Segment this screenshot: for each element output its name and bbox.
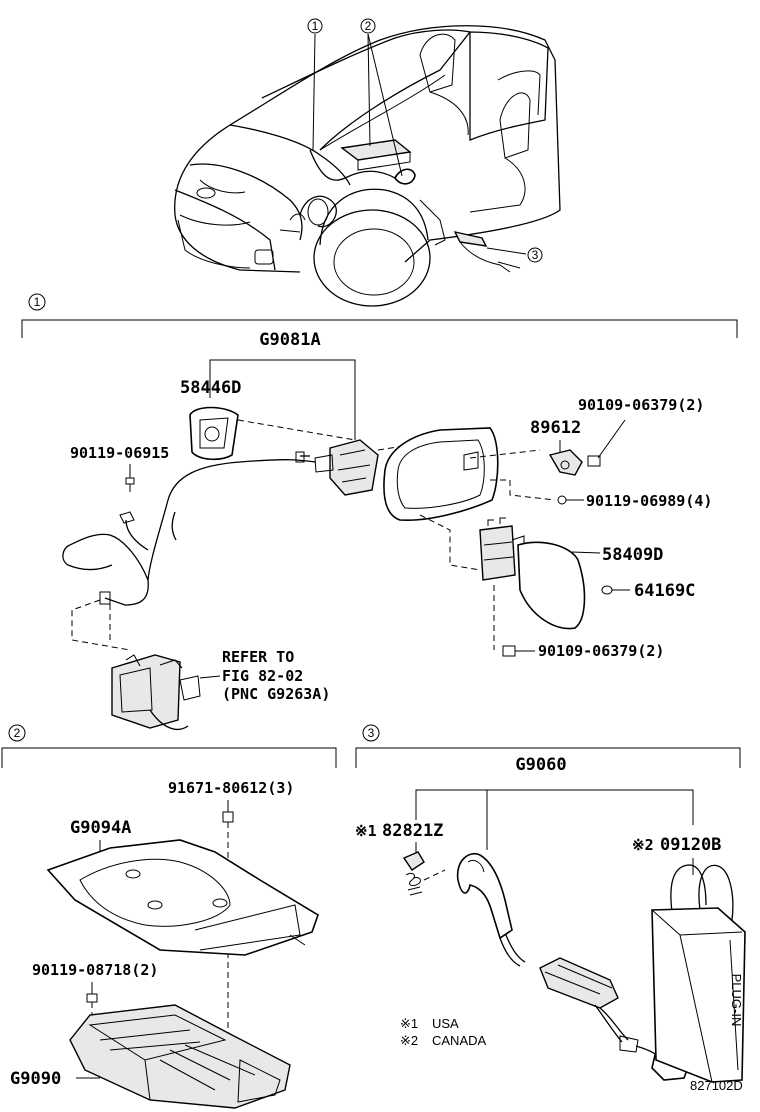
note-mark-09120b: ※2 — [632, 836, 654, 854]
label-09120b: 09120B — [660, 835, 721, 855]
note-1-mark: ※1 — [400, 1016, 418, 1031]
note-1-text: USA — [432, 1016, 459, 1031]
label-58409d: 58409D — [602, 545, 663, 565]
label-90119-06989: 90119-06989(4) — [586, 492, 712, 510]
label-89612: 89612 — [530, 418, 581, 438]
note-2-text: CANADA — [432, 1033, 487, 1048]
svg-text:2: 2 — [365, 19, 372, 33]
refer-line-3: (PNC G9263A) — [222, 685, 330, 703]
label-90109-06379-bottom: 90109-06379(2) — [538, 642, 664, 660]
label-64169c: 64169C — [634, 581, 695, 601]
section-1-charging-inlet: 1 G9081A 58446D 90119-06915 — [21, 293, 738, 731]
bag-print-text: PLUG-IN — [729, 974, 744, 1027]
overview-callout-2: 2 — [360, 18, 376, 34]
label-g9090: G9090 — [10, 1069, 61, 1089]
note-mark-82821z: ※1 — [355, 822, 377, 840]
section-1-callout: 1 — [28, 293, 46, 311]
label-90119-06915: 90119-06915 — [70, 444, 169, 462]
cushion-64169c — [601, 585, 613, 595]
section-3-callout: 3 — [362, 724, 380, 742]
lid-hinge — [479, 525, 516, 581]
svg-text:3: 3 — [532, 248, 539, 262]
label-90109-06379-top: 90109-06379(2) — [578, 396, 704, 414]
label-91671-80612: 91671-80612(3) — [168, 779, 294, 797]
vehicle-overview-illustration: 1 2 3 — [174, 18, 561, 307]
label-82821z: 82821Z — [382, 821, 443, 841]
charge-lid-58409d — [517, 541, 586, 630]
overview-callout-3: 3 — [527, 247, 543, 263]
cable-control-box — [539, 957, 619, 1009]
overview-callout-1: 1 — [307, 18, 323, 34]
tray-cover-g9094a — [46, 839, 319, 956]
section-2-console-box: 2 91671-80612(3) G9094A 90119-08718(2) G… — [1, 724, 337, 1109]
svg-text:2: 2 — [14, 726, 21, 740]
svg-text:3: 3 — [368, 726, 375, 740]
charge-port-bezel — [189, 406, 239, 461]
label-g9094a: G9094A — [70, 818, 131, 838]
label-90119-08718: 90119-08718(2) — [32, 961, 158, 979]
svg-text:1: 1 — [34, 295, 41, 309]
refer-line-1: REFER TO — [222, 648, 294, 666]
storage-bag-09120b — [651, 907, 746, 1083]
clip-82821z — [402, 851, 425, 871]
lid-sensor-89612 — [548, 449, 583, 476]
svg-text:1: 1 — [312, 19, 319, 33]
label-g9081a: G9081A — [259, 330, 320, 350]
refer-bracket-assembly — [111, 654, 181, 729]
section-2-callout: 2 — [8, 724, 26, 742]
bracket-g9090 — [69, 1004, 291, 1109]
charge-lid-housing — [383, 427, 499, 521]
refer-line-2: FIG 82-02 — [222, 667, 303, 685]
note-2-mark: ※2 — [400, 1033, 418, 1048]
section-3-charging-cable: 3 G9060 ※1 82821Z ※2 09120B — [355, 724, 746, 1083]
label-g9060: G9060 — [515, 755, 566, 775]
charge-connector-handle — [456, 853, 513, 940]
label-58446d: 58446D — [180, 378, 241, 398]
figure-id: 827102D — [690, 1078, 743, 1093]
